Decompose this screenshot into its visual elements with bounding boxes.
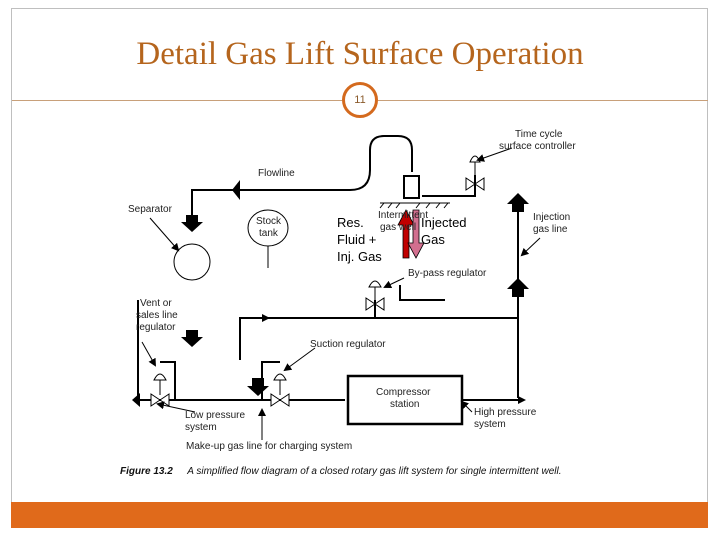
label-gas-well: gas well xyxy=(380,222,416,233)
label-low-system: system xyxy=(185,422,217,433)
red-up-arrow-icon xyxy=(397,209,415,259)
label-surface-controller: surface controller xyxy=(499,141,576,152)
flow-direction-indicators xyxy=(397,209,425,259)
arrow-up-injection-icon xyxy=(507,193,529,212)
label-high-system: system xyxy=(474,419,506,430)
controller-line xyxy=(422,175,476,197)
annotation-gas: Gas xyxy=(421,232,445,247)
label-suction-regulator: Suction regulator xyxy=(310,339,386,350)
label-station: station xyxy=(390,399,419,410)
arrow-down-vent-icon xyxy=(181,330,203,347)
footer-accent-bar xyxy=(11,502,708,528)
label-intermittent: Intermittent xyxy=(378,210,428,221)
label-bypass-regulator: By-pass regulator xyxy=(408,268,487,279)
label-regulator: regulator xyxy=(136,322,176,333)
label-makeup-gas: Make-up gas line for charging system xyxy=(186,441,352,452)
label-tank: tank xyxy=(259,228,279,239)
slide-title: Detail Gas Lift Surface Operation xyxy=(136,36,584,72)
arrow-right-highpressure-icon xyxy=(518,396,526,404)
bypass-regulator-valve-icon xyxy=(365,280,385,311)
title-rule-left xyxy=(12,100,342,101)
arrow-down-makeup-icon xyxy=(247,378,269,396)
label-low-pressure: Low pressure xyxy=(185,410,245,421)
title-rule-right xyxy=(378,100,708,101)
bypass-left xyxy=(239,300,376,360)
arrow-left-flowline-icon xyxy=(232,180,240,200)
annotation-injected: Injected xyxy=(421,215,467,230)
figure-caption: Figure 13.2 A simplified flow diagram of… xyxy=(120,461,561,478)
bypass-regulator-line xyxy=(399,285,445,301)
slide-number-badge: 11 xyxy=(342,82,378,118)
annotation-res: Res. xyxy=(337,215,364,230)
separator-vessel-icon xyxy=(173,243,211,281)
suction-regulator-valve-icon xyxy=(270,373,290,407)
annotation-fluid: Fluid + xyxy=(337,232,376,247)
label-stock: Stock xyxy=(256,216,282,227)
label-injection: Injection xyxy=(533,212,570,223)
label-gas-line: gas line xyxy=(533,224,568,235)
vent-regulator-valve-icon xyxy=(150,373,170,407)
time-cycle-valve-icon xyxy=(465,155,485,191)
vent-regulator-loop xyxy=(160,361,176,400)
label-vent: Vent or xyxy=(140,298,172,309)
caption-text: A simplified flow diagram of a closed ro… xyxy=(186,466,561,477)
ground-hatch xyxy=(379,202,450,209)
label-time-cycle: Time cycle xyxy=(515,129,563,140)
label-sales-line: sales line xyxy=(136,310,178,321)
arrow-up-bypass-icon xyxy=(507,278,529,297)
arrow-left-vent-icon xyxy=(132,393,140,407)
annotation-inj-gas: Inj. Gas xyxy=(337,249,382,264)
valves xyxy=(150,155,485,407)
flowline-pipe xyxy=(191,135,413,215)
caption-figure-number: Figure 13.2 xyxy=(120,466,173,477)
compressor-station-box xyxy=(346,374,464,426)
arrow-down-separator-icon xyxy=(181,215,203,232)
label-high-pressure: High pressure xyxy=(474,407,537,418)
label-compressor: Compressor xyxy=(376,387,431,398)
label-pointers xyxy=(141,147,541,440)
arrow-suction-icon xyxy=(262,314,270,322)
flow-arrows xyxy=(132,180,529,407)
wellhead-icon xyxy=(403,175,420,199)
label-flowline: Flowline xyxy=(258,168,295,179)
pink-down-arrow-icon xyxy=(407,209,425,259)
label-separator: Separator xyxy=(128,204,173,215)
